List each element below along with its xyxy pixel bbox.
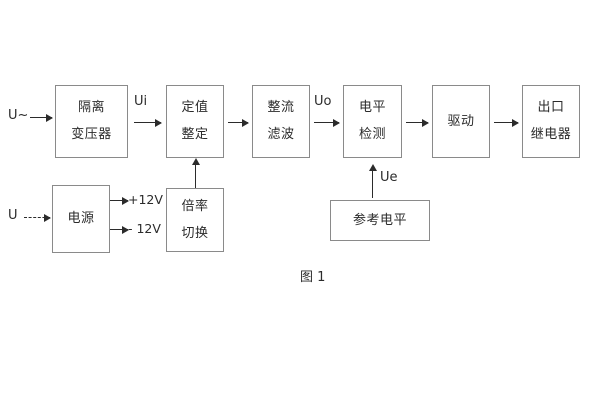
input-dc-label: U bbox=[8, 208, 18, 223]
supply-negative-label: - 12V bbox=[128, 221, 161, 236]
arrow-rectify-filter-to-level-detection bbox=[314, 118, 340, 127]
block-setting-value: 定值 整定 bbox=[166, 85, 224, 158]
signal-uo-label: Uo bbox=[314, 94, 332, 109]
block-isolation-transformer-line-1: 隔离 bbox=[77, 100, 105, 116]
block-reference-level: 参考电平 bbox=[330, 200, 430, 241]
input-ac-label: U~ bbox=[8, 108, 29, 123]
arrow-drive-to-output-relay bbox=[494, 118, 519, 127]
arrow-input-ac-to-isolation-transformer bbox=[30, 113, 53, 122]
block-level-detection-line-2: 检测 bbox=[358, 127, 386, 142]
block-output-relay: 出口 继电器 bbox=[522, 85, 580, 158]
block-setting-value-line-2: 整定 bbox=[181, 127, 209, 142]
block-output-relay-line-2: 继电器 bbox=[530, 127, 572, 142]
block-power-supply: 电源 bbox=[52, 185, 110, 253]
block-multiplier-switch-line-1: 倍率 bbox=[181, 198, 209, 214]
block-isolation-transformer-line-2: 变压器 bbox=[71, 127, 112, 142]
arrow-multiplier-switch-to-setting-value bbox=[191, 158, 200, 188]
block-level-detection: 电平 检测 bbox=[343, 85, 402, 158]
block-multiplier-switch: 倍率 切换 bbox=[166, 188, 224, 252]
block-level-detection-line-1: 电平 bbox=[358, 100, 386, 116]
block-drive: 驱动 bbox=[432, 85, 490, 158]
arrow-level-detection-to-drive bbox=[406, 118, 429, 127]
arrow-reference-level-to-level-detection bbox=[368, 164, 377, 198]
block-output-relay-line-1: 出口 bbox=[537, 100, 565, 116]
block-power-supply-line-1: 电源 bbox=[67, 211, 95, 227]
block-setting-value-line-1: 定值 bbox=[181, 100, 209, 116]
arrow-input-dc-to-power-supply bbox=[24, 213, 51, 222]
block-rectify-filter-line-1: 整流 bbox=[267, 100, 295, 116]
block-reference-level-line-1: 参考电平 bbox=[352, 212, 407, 228]
arrow-power-supply-positive bbox=[110, 196, 129, 205]
supply-positive-label: +12V bbox=[128, 192, 163, 207]
figure-caption: 图 1 bbox=[300, 270, 326, 285]
block-isolation-transformer: 隔离 变压器 bbox=[55, 85, 128, 158]
block-rectify-filter-line-2: 滤波 bbox=[267, 127, 295, 142]
arrow-setting-value-to-rectify-filter bbox=[228, 118, 249, 127]
signal-ue-label: Ue bbox=[380, 170, 398, 185]
block-multiplier-switch-line-2: 切换 bbox=[181, 225, 209, 241]
arrow-isolation-transformer-to-setting-value bbox=[134, 118, 162, 127]
block-drive-line-1: 驱动 bbox=[447, 113, 475, 129]
block-rectify-filter: 整流 滤波 bbox=[252, 85, 310, 158]
arrow-power-supply-negative bbox=[110, 225, 129, 234]
signal-ui-label: Ui bbox=[134, 94, 148, 109]
